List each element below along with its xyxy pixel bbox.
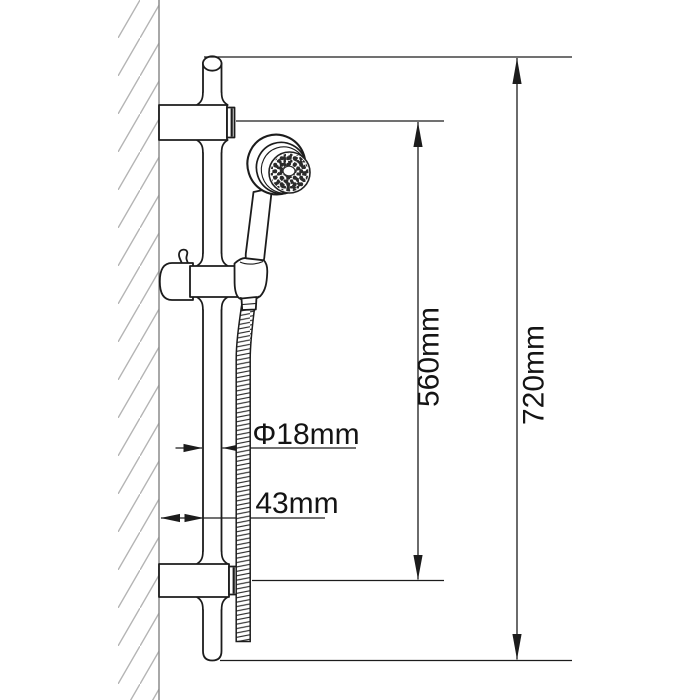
wall-hatch [118, 0, 159, 700]
handle-socket [233, 257, 269, 311]
dim-offset-label: 43mm [255, 487, 338, 520]
dim-wall-offset: 43mm [160, 487, 339, 523]
holder-body [189, 265, 241, 298]
dim-span-arrow-top [413, 122, 423, 147]
dim-total-height: 720mm [204, 56, 572, 662]
slide-rail [201, 55, 223, 662]
head-face [268, 151, 311, 194]
holder-knob [158, 262, 194, 301]
dim-offset-arrow-left [160, 513, 180, 523]
rail-top-cap [201, 55, 223, 72]
dim-diameter-arrow-left [183, 443, 203, 453]
shower-hose [235, 305, 256, 643]
top-bracket [158, 104, 236, 141]
dim-offset-arrow-right [184, 513, 204, 523]
head-center-cap [282, 165, 296, 177]
bottom-bracket [158, 563, 238, 598]
shower-handle [244, 187, 273, 265]
dim-diameter-label: Φ18mm [252, 418, 359, 451]
dim-height-arrow-bottom [512, 634, 522, 660]
rail-flares [195, 91, 229, 611]
dim-span-label: 560mm [413, 307, 446, 407]
shower-head [246, 133, 311, 196]
dim-height-label: 720mm [518, 325, 551, 425]
rail-tube [202, 62, 223, 662]
dim-height-arrow-top [512, 58, 522, 84]
holder [158, 248, 241, 301]
dim-bracket-span: 560mm [236, 120, 446, 582]
dim-span-arrow-bottom [413, 555, 423, 580]
